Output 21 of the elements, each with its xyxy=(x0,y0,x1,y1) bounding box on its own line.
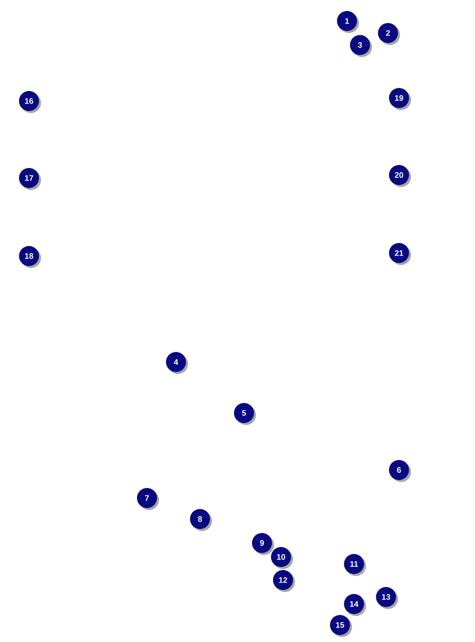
callout-number: 3 xyxy=(350,35,372,57)
callout-number: 19 xyxy=(389,88,411,110)
callout-number: 6 xyxy=(389,460,411,482)
callout-number: 14 xyxy=(344,594,366,616)
callout-number: 4 xyxy=(166,352,188,374)
callout-number: 13 xyxy=(376,587,398,609)
callout-number: 9 xyxy=(252,533,274,555)
callout-number: 5 xyxy=(234,403,256,425)
callout-number: 8 xyxy=(190,509,212,531)
callout-number: 11 xyxy=(344,554,366,576)
callout-number: 15 xyxy=(330,615,352,637)
callout-number: 21 xyxy=(389,243,411,265)
callout-number: 20 xyxy=(389,165,411,187)
callout-number: 2 xyxy=(378,23,400,45)
callout-number: 7 xyxy=(137,488,159,510)
callout-number: 12 xyxy=(273,570,295,592)
callout-number: 1 xyxy=(337,11,359,33)
callout-number: 16 xyxy=(19,91,41,113)
callout-number: 10 xyxy=(271,547,293,569)
callout-number: 17 xyxy=(19,168,41,190)
callout-number: 18 xyxy=(19,246,41,268)
